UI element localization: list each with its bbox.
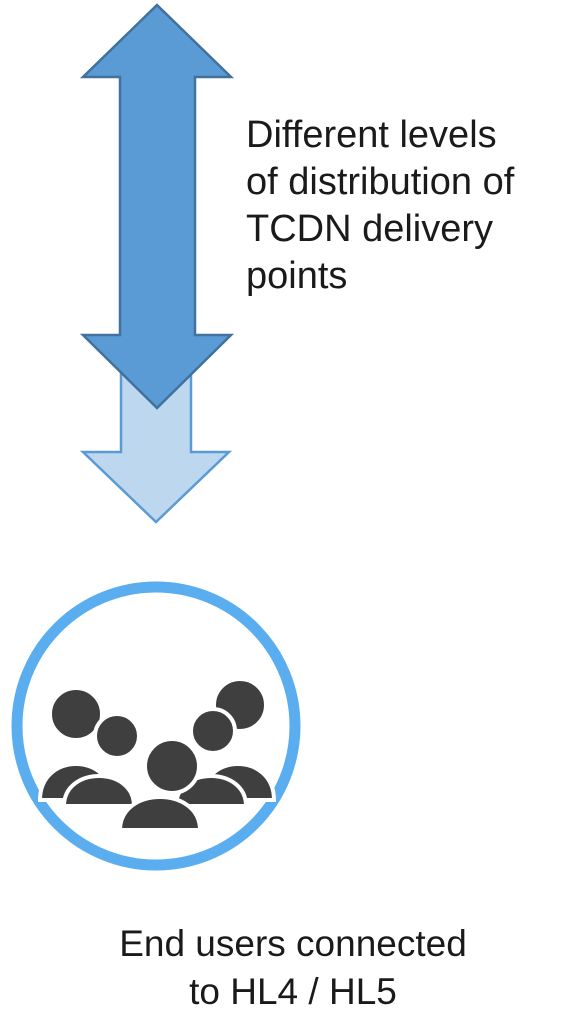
end-users-label-line-1: End users connected [119, 923, 467, 964]
person-middle-left [61, 712, 141, 808]
distribution-label-line-3: TCDN delivery [246, 208, 494, 250]
end-users-label-line-2: to HL4 / HL5 [189, 971, 397, 1012]
distribution-label-line-4: points [246, 255, 348, 297]
distribution-levels-label: Different levels of distribution of TCDN… [246, 112, 514, 300]
user-group-icon [11, 581, 301, 871]
end-users-label: End users connected to HL4 / HL5 [0, 920, 586, 1016]
double-headed-arrow-icon [79, 3, 235, 410]
person-front-center [117, 737, 203, 832]
distribution-label-line-2: of distribution of [246, 161, 515, 203]
distribution-label-line-1: Different levels [246, 114, 497, 156]
